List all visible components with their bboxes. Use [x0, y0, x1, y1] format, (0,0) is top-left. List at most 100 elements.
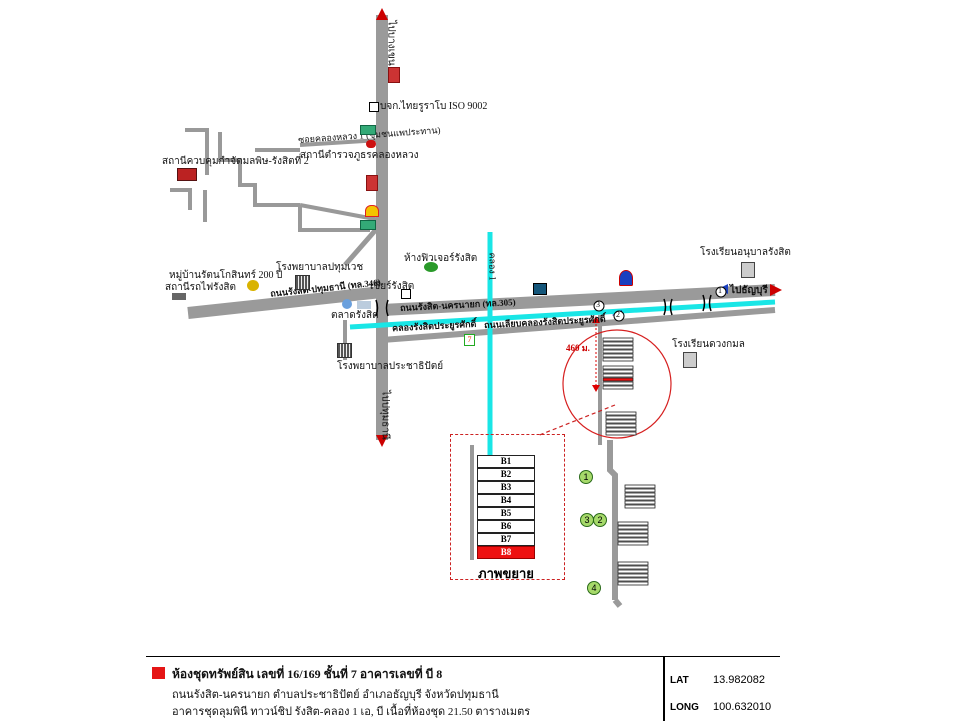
project-building: [617, 573, 649, 578]
bank-icon-2: [360, 220, 376, 230]
zeer-marker-icon: [401, 289, 411, 299]
project-building: [602, 341, 634, 346]
label-future-park: ห้างฟิวเจอร์รังสิต: [404, 253, 478, 264]
project-building: [624, 496, 656, 501]
project-building: [617, 569, 649, 574]
signpost-icon-2: [366, 175, 378, 191]
project-building: [617, 525, 649, 530]
label-fire-station: สถานีควบคุมกำจัดมลพิษ-รังสิตที่ 2: [162, 156, 309, 167]
inset-building-b6: B6: [477, 520, 535, 533]
location-map: 1 2 3 ไปบางเขน ไปปทุมธานี ไปธัญบุรี ถนนร…: [162, 8, 791, 608]
project-building: [617, 561, 649, 566]
label-distance: 460 ม.: [566, 343, 590, 353]
project-building: [602, 337, 634, 342]
marker-4: 4: [587, 581, 601, 595]
panel-divider: [663, 657, 665, 721]
property-marker-icon: [152, 667, 165, 679]
project-building: [602, 381, 634, 386]
info-panel: ห้องชุดทรัพย์สิน เลขที่ 16/169 ชั้นที่ 7…: [146, 656, 780, 721]
mall-icon: [424, 262, 438, 272]
project-building: [602, 357, 634, 362]
shell-icon: [365, 205, 379, 217]
label-zeer-rangsit: เซียร์รังสิต: [370, 281, 415, 292]
circle-marker-1: 1: [718, 286, 722, 295]
project-building: [602, 385, 634, 390]
project-building: [602, 373, 634, 378]
project-building: [605, 411, 637, 416]
inset-title: ภาพขยาย: [478, 566, 534, 581]
lat-label: LAT: [670, 675, 689, 686]
label-to-pathum: ไปปทุมธานี: [379, 390, 391, 440]
project-building: [617, 521, 649, 526]
rangsit-nakhonnayok-road: [381, 284, 776, 316]
highlight-circle: [562, 329, 672, 439]
project-building: [602, 353, 634, 358]
rangsit-pathum-road: [187, 286, 383, 319]
project-building: [605, 423, 637, 428]
bank-icon: [360, 125, 376, 135]
info-address: ถนนรังสิต-นครนายก ตำบลประชาธิปัตย์ อำเภอ…: [172, 689, 499, 701]
circle-marker-2: 2: [616, 310, 620, 319]
project-building: [617, 529, 649, 534]
inset-building-b3: B3: [477, 481, 535, 494]
project-building: [605, 415, 637, 420]
marker-1: 1: [579, 470, 593, 484]
inset-building-b1: B1: [477, 455, 535, 468]
long-label: LONG: [670, 702, 699, 713]
circle-marker-3: 3: [596, 300, 600, 309]
project-building: [602, 345, 634, 350]
label-to-thanyaburi: ไปธัญบุรี: [730, 285, 768, 296]
label-khlong-1: คลอง 1: [487, 252, 498, 281]
info-title: ห้องชุดทรัพย์สิน เลขที่ 16/169 ชั้นที่ 7…: [172, 667, 443, 681]
project-blocks: [602, 337, 656, 586]
inset-road: [470, 445, 474, 560]
village-icon: [247, 280, 259, 291]
factory-marker-icon: [369, 102, 379, 112]
school-icon-2: [683, 352, 697, 368]
bank-icon-3: [533, 283, 547, 295]
project-building: [605, 427, 637, 432]
project-building: [624, 488, 656, 493]
long-value: 100.632010: [713, 701, 772, 713]
project-building: [624, 504, 656, 509]
label-police-station: สถานีตำรวจภูธรคลองหลวง: [300, 150, 419, 161]
marker-2: 2: [593, 513, 607, 527]
hospital-building-icon-2: [337, 343, 352, 358]
project-building: [624, 500, 656, 505]
marker-3: 3: [580, 513, 594, 527]
target-building: [602, 377, 634, 382]
project-building: [602, 365, 634, 370]
seven-eleven-icon: 7: [464, 334, 475, 346]
project-building: [617, 533, 649, 538]
project-building: [605, 431, 637, 436]
market-icon: [342, 299, 352, 309]
label-pathum-hospital: โรงพยาบาลปทุมเวช: [276, 262, 364, 273]
project-building: [602, 369, 634, 374]
label-prachathipat-hospital: โรงพยาบาลประชาธิปัตย์: [337, 361, 444, 372]
train-station-icon: [172, 293, 186, 300]
project-building: [617, 581, 649, 586]
project-building: [617, 541, 649, 546]
inset-building-b8: B8: [477, 546, 535, 559]
map-canvas: [170, 8, 782, 608]
label-thai-rubber: บจก.ไทยรูราโบ ISO 9002: [380, 101, 488, 112]
inset-building-b2: B2: [477, 468, 535, 481]
lat-value: 13.982082: [713, 674, 765, 686]
school-icon: [741, 262, 755, 278]
label-to-bangkhen: ไปบางเขน: [385, 20, 397, 66]
label-rangsit-station: สถานีรถไฟรังสิต: [165, 282, 236, 293]
label-school-2: โรงเรียนดวงกมล: [672, 339, 745, 350]
local-streets: [170, 128, 370, 232]
hospital-building-icon: [295, 275, 310, 290]
police-car-icon: [366, 140, 376, 148]
label-market: ตลาดรังสิต: [331, 310, 379, 321]
project-building: [617, 577, 649, 582]
project-building: [624, 484, 656, 489]
project-building: [624, 492, 656, 497]
info-project: อาคารชุดลุมพินี ทาวน์ชิป รังสิต-คลอง 1 เ…: [172, 706, 531, 718]
project-building: [617, 565, 649, 570]
fire-station-icon: [177, 168, 197, 181]
ptt-icon: [619, 270, 633, 286]
signpost-icon: [388, 67, 400, 83]
project-building: [602, 349, 634, 354]
